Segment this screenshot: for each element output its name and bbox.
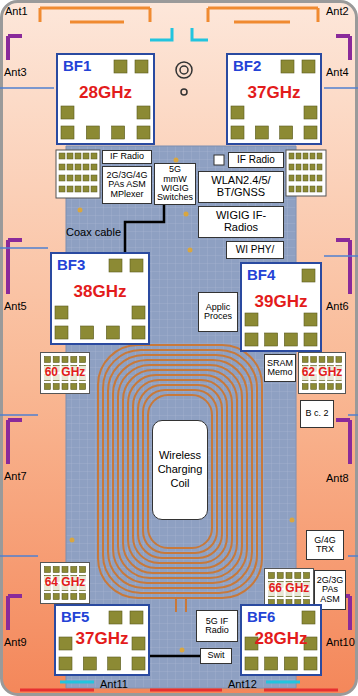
component-name: WLAN2.4/5/ BT/GNSS (201, 175, 281, 198)
component-name: Wireless Charging Coil (156, 449, 204, 490)
antenna-label: Ant7 (4, 470, 27, 483)
chip-box: 5G mmW WIGIG Switches (154, 163, 196, 205)
beamformer-module: BF3 38GHz (50, 252, 150, 345)
antenna-array: 62 GHz (298, 352, 346, 394)
antenna-label: Ant6 (326, 300, 349, 313)
frequency-label: 38GHz (57, 282, 143, 302)
beamformer-module: BF5 37GHz (54, 604, 150, 676)
component-name: B c. 2 (305, 409, 328, 418)
module-name: BF4 (247, 267, 315, 284)
chip-box: 5G IF Radio (196, 610, 238, 642)
beamformer-module: BF1 28GHz (56, 53, 155, 145)
antenna-label: Ant12 (228, 678, 257, 691)
component-name: SRAM Memo (267, 359, 293, 378)
module-name: BF3 (57, 257, 143, 274)
cable-label: Coax cable (66, 226, 121, 239)
frequency-label: 66 GHz (268, 582, 311, 595)
chip-box: G/4G TRX (306, 530, 344, 560)
component-name: IF Radio (110, 152, 144, 161)
frequency-label: 28GHz (247, 629, 315, 649)
beamformer-module: BF6 28GHz (240, 604, 322, 676)
beamformer-module: BF2 37GHz (226, 53, 322, 145)
chip-box: WLAN2.4/5/ BT/GNSS (198, 171, 284, 203)
cable-line (150, 655, 200, 658)
antenna-label: Ant10 (326, 636, 355, 649)
chip-box: IF Radio (228, 152, 284, 168)
antenna-label: Ant9 (4, 636, 27, 649)
frequency-label: 60 GHz (44, 366, 87, 379)
antenna-label: Ant5 (4, 300, 27, 313)
component-name: Swit (207, 651, 224, 660)
component-name: 2G/3G PAs ASM (317, 576, 344, 604)
component-name: 5G mmW WIGIG Switches (157, 165, 193, 203)
antenna-label: Ant2 (326, 5, 349, 18)
component-name: WI PHY/ (236, 245, 274, 256)
antenna-array: 60 GHz (40, 352, 90, 394)
beamformer-module: BF4 39GHz (240, 262, 322, 352)
component-name: IF Radio (237, 155, 275, 166)
antenna-array: 64 GHz (40, 562, 90, 604)
antenna-label: Ant8 (326, 472, 349, 485)
component-name: 5G IF Radio (199, 617, 235, 636)
antenna-label: Ant1 (5, 5, 28, 18)
charging-coil-label: Wireless Charging Coil (152, 420, 208, 520)
chip-box: IF Radio (102, 150, 152, 164)
module-name: BF6 (247, 609, 315, 626)
chip-box: Applic Proces (198, 292, 238, 332)
component-name: WIGIG IF-Radios (201, 210, 281, 233)
chip-box: WI PHY/ (226, 241, 284, 259)
chip-box: 2G/3G/4G PAs ASM MPlexer (102, 166, 152, 204)
component-name: G/4G TRX (309, 536, 341, 555)
frequency-label: 28GHz (63, 83, 148, 103)
antenna-label: Ant11 (100, 678, 128, 691)
chip-box: SRAM Memo (264, 354, 296, 382)
module-name: BF5 (61, 609, 143, 626)
frequency-label: 62 GHz (301, 366, 344, 379)
frequency-label: 64 GHz (44, 576, 87, 589)
module-name: BF1 (63, 58, 148, 75)
chip-box: B c. 2 (300, 400, 334, 428)
module-name: BF2 (233, 58, 315, 75)
antenna-label: Ant3 (4, 66, 27, 79)
chip-box: Swit (200, 648, 232, 664)
frequency-label: 37GHz (233, 83, 315, 103)
frequency-label: 37GHz (61, 629, 143, 649)
chip-box: WIGIG IF-Radios (198, 206, 284, 238)
component-name: 2G/3G/4G PAs ASM MPlexer (105, 171, 149, 199)
component-name: Applic Proces (201, 303, 235, 322)
antenna-label: Ant4 (326, 66, 349, 79)
frequency-label: 39GHz (247, 292, 315, 312)
cable-line (125, 205, 164, 252)
